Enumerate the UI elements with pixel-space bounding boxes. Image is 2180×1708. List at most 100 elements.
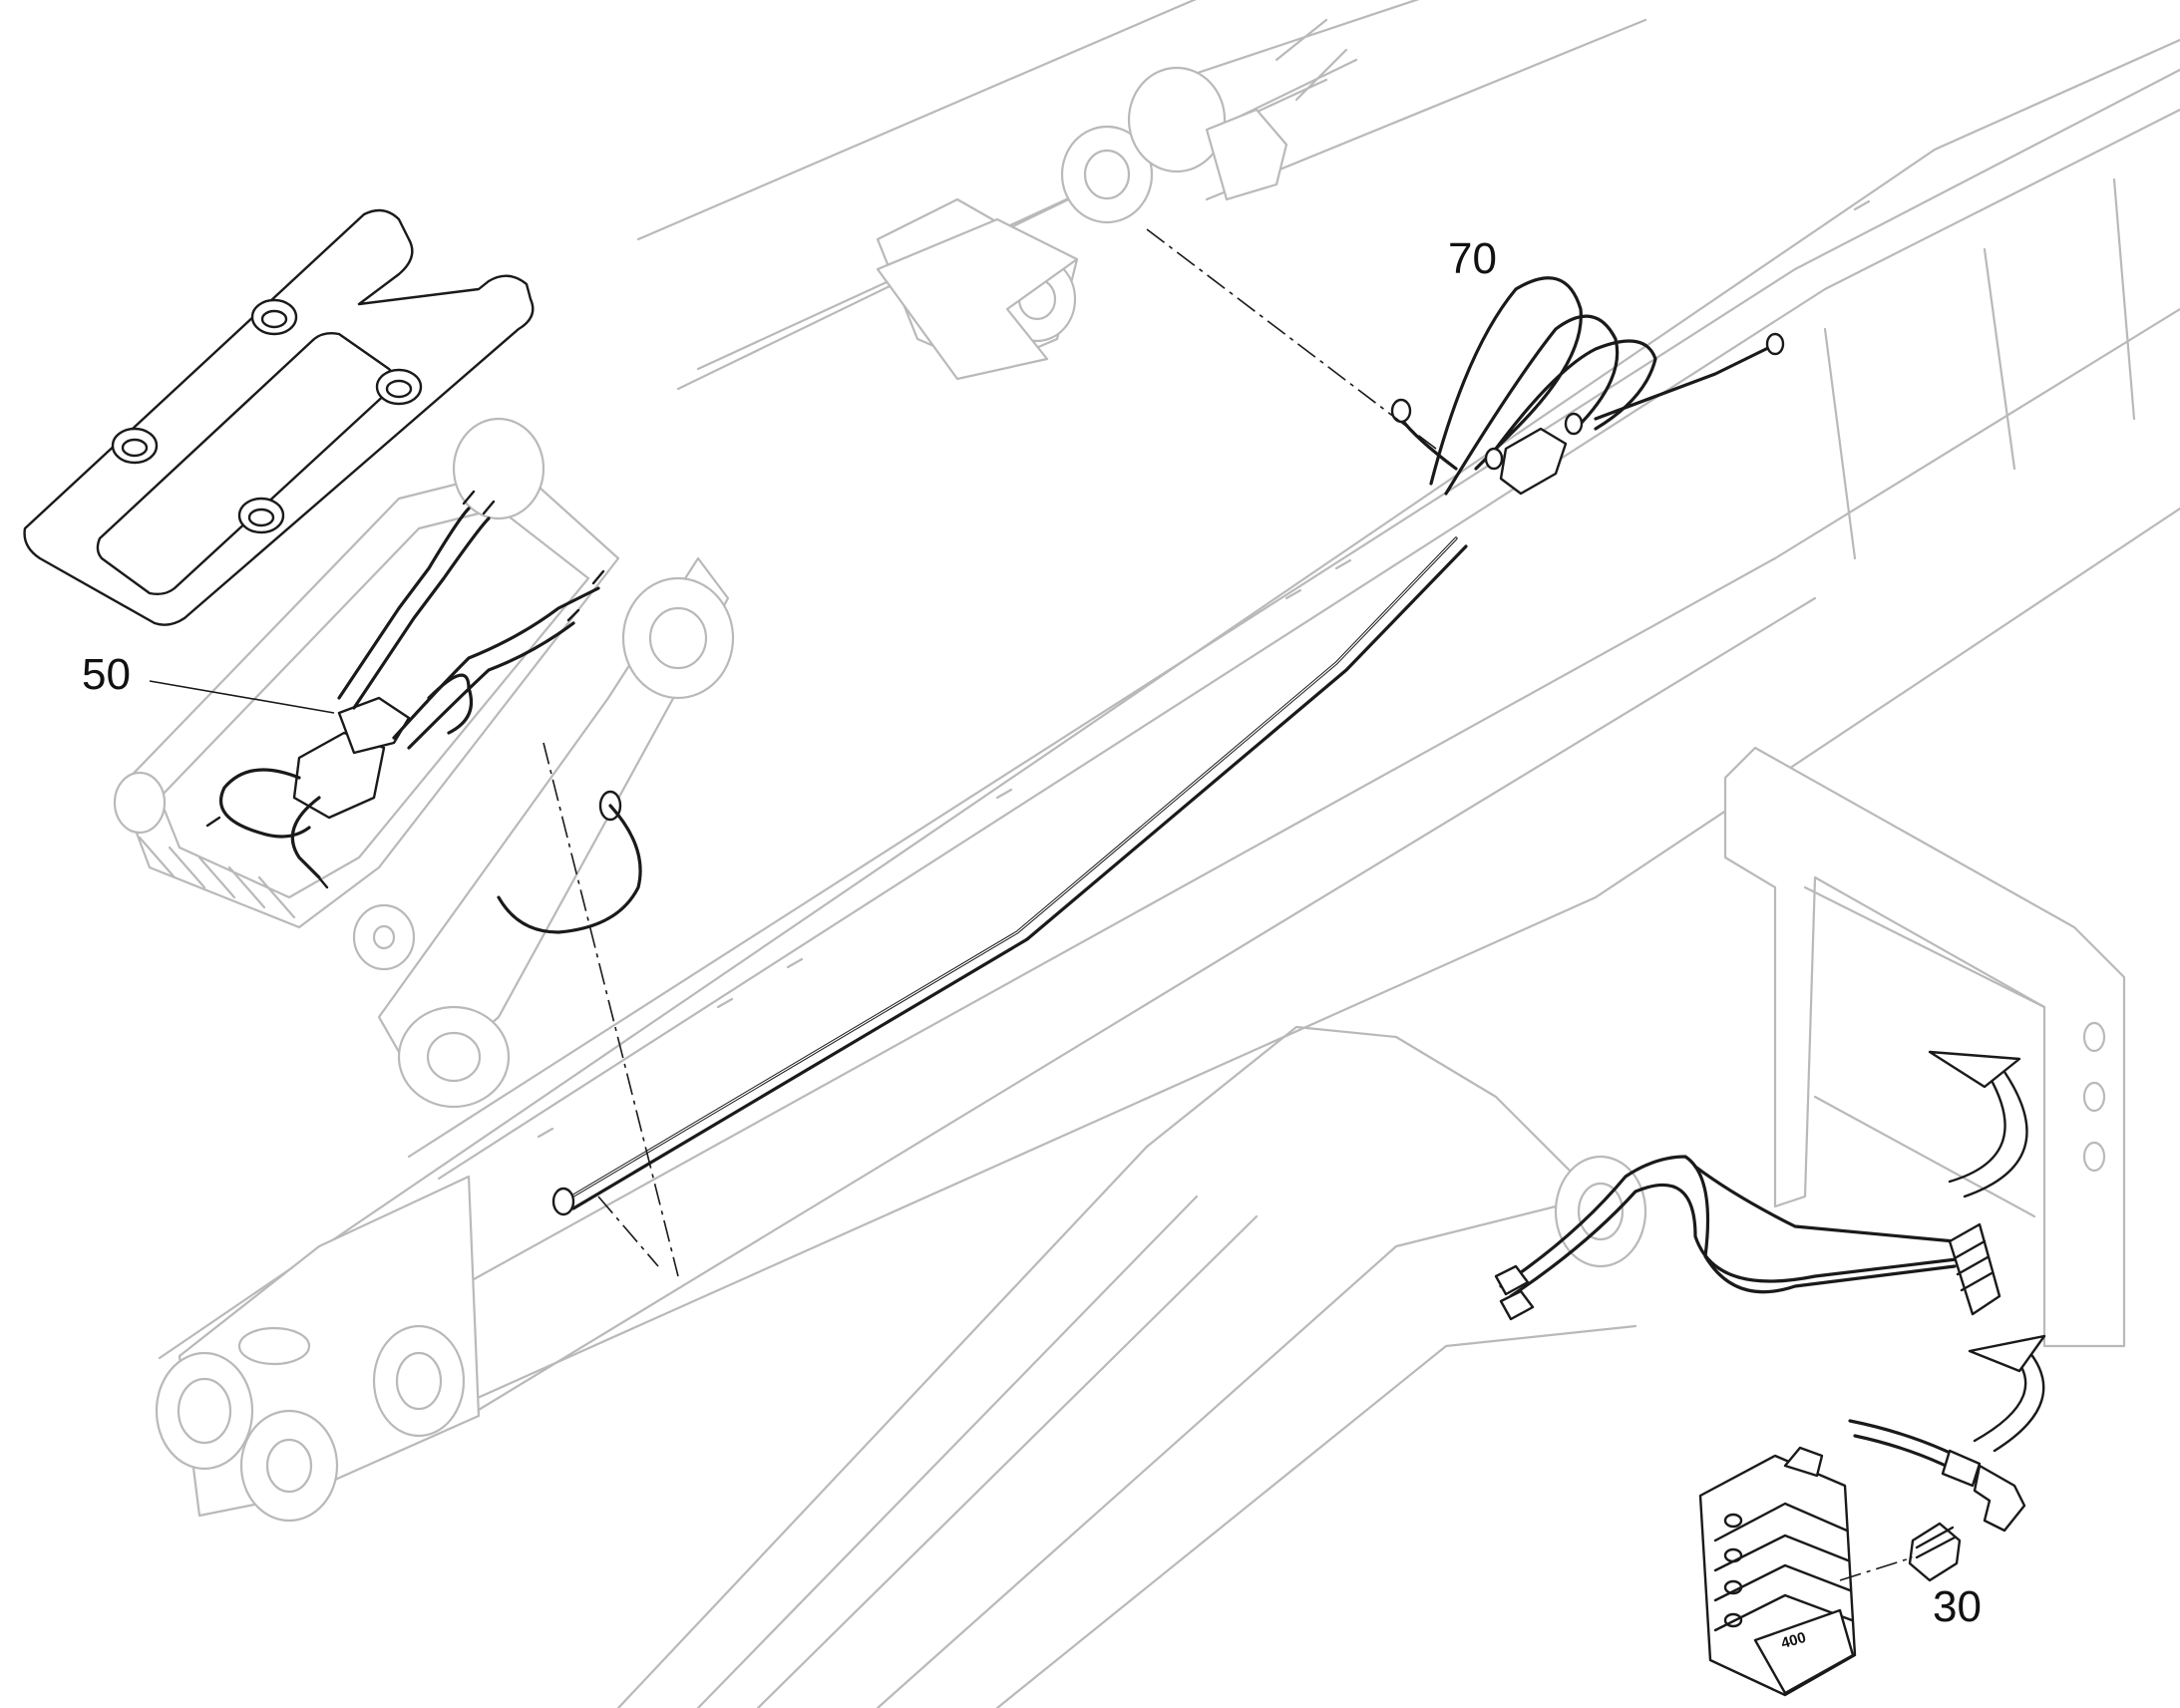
- stick-connector-a: [1494, 1264, 1530, 1296]
- gasket-bolt-boss-1: [250, 298, 298, 336]
- stick-lower-web: [995, 1324, 1637, 1708]
- coupler-hose-f: [290, 796, 321, 879]
- bucket-cylinder-valve-block: [1205, 108, 1288, 201]
- pressure-fitting-threads: [1915, 1526, 1957, 1559]
- valve-block-side-ports: [1723, 1513, 1743, 1628]
- coupler-hose-g: [427, 673, 474, 735]
- coupler-manifold-block: [292, 731, 386, 820]
- stick-hose-2: [1509, 1183, 1967, 1298]
- stick-web: [696, 1195, 1259, 1708]
- boom-foot-eye-right: [239, 1409, 339, 1523]
- gasket-bolt-hole-1: [260, 309, 288, 329]
- coupler-inner-rim: [158, 507, 590, 899]
- boom-end-bracket: [876, 217, 1079, 381]
- arrow-upper-head: [1928, 1050, 2021, 1089]
- alignment-lines: [543, 228, 1914, 1581]
- linkage-eye-lower: [397, 1005, 511, 1109]
- ghosted-structure: [113, 0, 2180, 1708]
- stick-top-edge: [1145, 1025, 1598, 1198]
- boom-foot-eye-right-inner: [265, 1438, 313, 1494]
- hose-tail-left: [1399, 417, 1458, 471]
- coupler-boss-top: [452, 417, 545, 520]
- callout-30: 30: [1933, 1582, 1982, 1631]
- gasket-bolt-boss-3: [111, 427, 159, 465]
- callout-50: 50: [82, 650, 131, 699]
- align-fitting-to-valve: [1839, 1556, 1914, 1581]
- boom-hose-long-1-inner: [562, 537, 1457, 1202]
- coupler-hose-b: [352, 516, 491, 710]
- linkage-eye-upper: [621, 576, 735, 700]
- linkage-eye-lower-inner: [426, 1031, 482, 1083]
- hose-loop-2: [1444, 314, 1620, 496]
- boom-plate-edge: [1823, 177, 2136, 560]
- chassis-inner: [1803, 885, 2046, 1218]
- valve-block-section-lines: [1713, 1502, 1854, 1632]
- bucket-cylinder-barrel: [1274, 18, 1348, 102]
- stick-routing: [1494, 1155, 2001, 1321]
- arrow-lower-head: [1968, 1334, 2046, 1373]
- gasket-bolt-hole-4: [247, 508, 275, 527]
- boom-pin-boss-inner: [395, 1351, 443, 1411]
- boom-foot-eye-left: [155, 1351, 254, 1471]
- gasket-plate-outline: [23, 208, 535, 626]
- arrow-upper-curve: [1948, 1075, 2006, 1184]
- coupler-hose-c: [392, 586, 600, 740]
- coupler-fittings: [205, 490, 605, 889]
- cylinder-rod-top: [636, 0, 1197, 241]
- coupler-hose-e: [218, 768, 311, 839]
- boom-clips: [537, 199, 1871, 1139]
- boom-web-line: [467, 596, 1817, 1418]
- bucket-cylinder-eye-inner: [1083, 149, 1131, 200]
- hose-fitting-b: [1765, 332, 1785, 356]
- gasket-bolt-boss-4: [237, 497, 285, 534]
- bracket-valve-ribs: [1953, 1239, 1994, 1292]
- stick-hose-1: [1499, 1155, 1957, 1294]
- boom-top-edge: [158, 38, 2180, 1360]
- gasket-bolt-boss-2: [375, 368, 423, 406]
- boom-pin-boss: [372, 1324, 466, 1438]
- stick-hose-3: [1693, 1165, 1957, 1243]
- stick-boss: [1554, 1155, 1647, 1268]
- valve-block-top-port: [1783, 1446, 1824, 1478]
- coupler-loop-hose: [497, 804, 642, 934]
- stick-right-edge: [876, 1195, 1598, 1708]
- gasket-bolt-hole-3: [121, 438, 149, 458]
- hose-fitting-d: [1564, 412, 1584, 436]
- stick-boss-inner: [1577, 1182, 1625, 1241]
- boom-upper-line: [407, 68, 2180, 1159]
- bucket-cylinder-eye: [1060, 125, 1154, 224]
- stick-connector-b: [1499, 1289, 1535, 1321]
- coupler-ribs: [138, 836, 296, 919]
- coupler-manifold-assembly: [205, 490, 642, 934]
- stick-left-edge: [616, 1145, 1149, 1708]
- boom-nameplate: [237, 1326, 311, 1366]
- align-cylinder-to-hose: [1146, 228, 1437, 450]
- hose-fitting-a: [1390, 398, 1412, 424]
- boom-mid-line: [437, 108, 2180, 1181]
- valve-block-base-plate: [1753, 1608, 1855, 1695]
- bucket-cylinder-top: [1145, 0, 1420, 92]
- hose-loop-3: [1494, 339, 1657, 451]
- linkage-eye-upper-inner: [648, 606, 708, 670]
- chassis-holes: [2082, 1021, 2106, 1173]
- boom-foot-eye-left-inner: [177, 1377, 232, 1445]
- align-coupler-to-boom-2: [597, 1196, 659, 1267]
- coupler-pin-right-inner: [372, 924, 396, 950]
- hose-loop-1: [1429, 276, 1583, 486]
- bucket-cylinder-gear: [1127, 66, 1227, 173]
- hose-assembly-70: [551, 276, 1785, 1216]
- callout-70: 70: [1448, 234, 1497, 283]
- boom-hose-end-fitting: [551, 1187, 575, 1216]
- leader-50: [149, 680, 335, 714]
- boom-bottom-edge: [257, 507, 2180, 1498]
- assembly-arrows: [1928, 1050, 2046, 1453]
- leader-lines: [149, 680, 335, 714]
- align-coupler-to-boom: [543, 742, 679, 1277]
- boom-lower-edge: [297, 307, 2180, 1378]
- hose-elbow: [1973, 1464, 2026, 1533]
- gasket-bolt-hole-2: [385, 379, 413, 399]
- bracket-valve-stack: [1948, 1222, 2001, 1316]
- pressure-fitting-30: [1908, 1522, 1962, 1582]
- coupler-pin-left: [113, 771, 167, 835]
